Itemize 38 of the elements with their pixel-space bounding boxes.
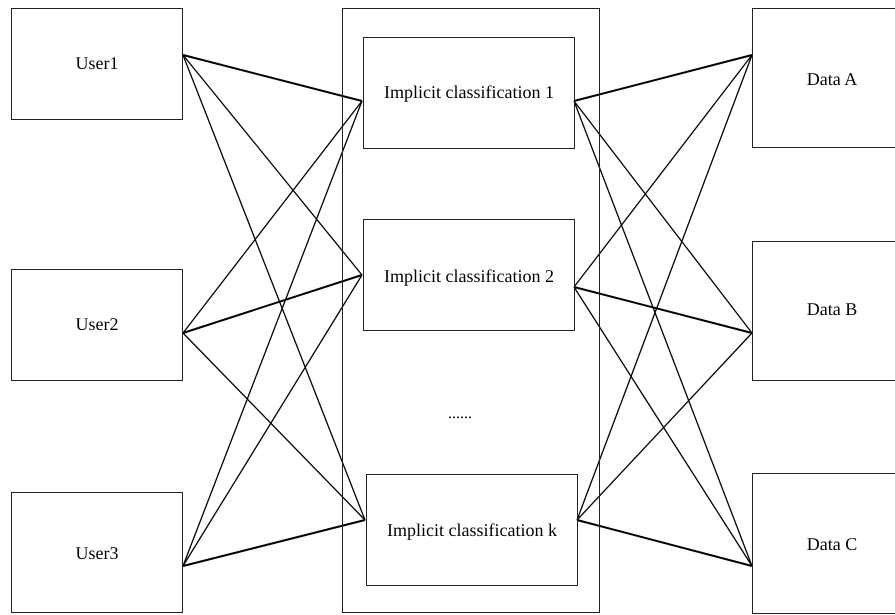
- connector-line: [182, 100, 363, 566]
- connector-line: [574, 54, 752, 102]
- node-label: Implicit classification 2: [383, 266, 555, 287]
- process-box: [752, 473, 895, 614]
- connector-line: [576, 332, 752, 520]
- node-label: Data B: [806, 299, 858, 320]
- node-label: Data A: [806, 69, 858, 90]
- connector-line: [576, 519, 752, 567]
- process-box: [752, 8, 895, 148]
- process-box: [11, 269, 183, 381]
- connector-line: [573, 100, 753, 566]
- connector-line: [182, 54, 362, 276]
- connector-line: [574, 286, 752, 334]
- connector-line: [182, 519, 366, 567]
- process-box: [752, 241, 895, 381]
- node-label: User3: [74, 543, 120, 564]
- node-label: Implicit classification 1: [383, 82, 555, 103]
- connector-line: [576, 54, 753, 520]
- connector-line: [573, 100, 753, 334]
- node-label: Data C: [806, 534, 858, 555]
- connector-line: [182, 54, 366, 520]
- process-box: [366, 474, 578, 586]
- connector-line: [182, 54, 362, 102]
- connector-line: [182, 332, 366, 520]
- connector-line: [182, 100, 363, 334]
- connector-line: [182, 274, 362, 334]
- node-label: User1: [74, 53, 120, 74]
- connector-line: [182, 274, 363, 566]
- process-box: [11, 492, 183, 613]
- connector-line: [573, 286, 753, 566]
- process-box: [363, 37, 575, 149]
- ellipsis-text: ......: [448, 405, 472, 423]
- connector-line: [573, 54, 753, 288]
- process-box: [363, 219, 575, 331]
- node-label: User2: [74, 314, 120, 335]
- group-box: [342, 8, 600, 613]
- process-box: [11, 8, 183, 120]
- node-label: Implicit classification k: [386, 520, 558, 541]
